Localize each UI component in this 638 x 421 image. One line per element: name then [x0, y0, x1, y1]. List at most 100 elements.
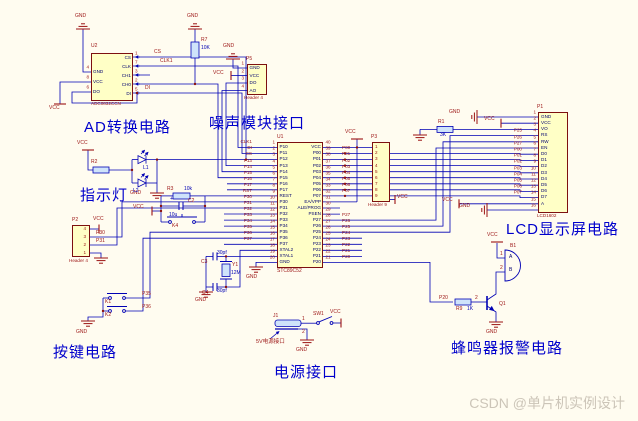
designator-r7: R7: [201, 37, 208, 43]
designator-c3: C3: [201, 259, 208, 265]
designator-p5: P5: [246, 55, 253, 62]
buzzer-pin2-num: 2: [500, 264, 503, 271]
gnd-label: GND: [486, 329, 498, 335]
vcc-label: VCC: [213, 70, 224, 76]
net-label-p30: P30: [96, 229, 105, 236]
part-lcd1602: LCD1602: [537, 213, 557, 218]
designator-p3: P3: [371, 133, 378, 140]
net-label-clk1: CLK1: [160, 58, 173, 64]
resistor-r3: [172, 192, 191, 200]
gnd-label: GND: [75, 13, 87, 19]
gnd-label: GND: [459, 203, 471, 209]
resistor-r1: [436, 126, 454, 133]
value-r1: 3K: [440, 132, 447, 138]
led-l1: [137, 149, 149, 165]
value-c3: 30pf: [217, 250, 227, 256]
buzzer-pin-b: B: [509, 267, 513, 273]
vcc-label: VCC: [49, 105, 60, 111]
buzzer-pin-a: A: [509, 254, 513, 260]
part-stc89c52: STC89C52: [277, 267, 302, 274]
net-label-p20: P20: [439, 294, 448, 301]
jack-pin1: 1: [302, 315, 305, 322]
adc-chip-body: [91, 53, 133, 101]
designator-l2: L2: [133, 187, 139, 194]
lcd-connector-body: [538, 112, 568, 213]
title-power: 电源接口: [274, 364, 339, 381]
net-label-di: DI: [145, 85, 150, 91]
part-header4: Header 4: [244, 95, 263, 100]
designator-l1: L1: [143, 164, 149, 171]
net-label-p36: P36: [142, 304, 151, 310]
designator-q1: Q1: [499, 301, 506, 307]
value-c2: 10u: [169, 211, 178, 218]
component-symbols: [92, 41, 521, 340]
vcc-label: VCC: [487, 232, 498, 238]
value-r3: 10k: [184, 185, 193, 192]
value-r7: 10K: [201, 45, 210, 51]
jack-pin2: 2: [302, 329, 305, 335]
noise-header-body: [247, 64, 267, 95]
plus-sign: +: [170, 195, 173, 202]
designator-k2: K2: [105, 312, 112, 318]
part-header4b: Header 4: [69, 257, 88, 263]
gnd-label: GND: [130, 190, 142, 196]
resistor-r7: [190, 41, 200, 59]
value-c4: 30pf: [217, 287, 227, 294]
designator-k1: K1: [105, 299, 112, 305]
value-y1: 12M: [231, 270, 241, 276]
capacitor-c3: [212, 252, 218, 261]
transistor-q1: [486, 296, 495, 312]
vcc-label: VCC: [93, 216, 104, 222]
capacitor-c4: [212, 283, 218, 291]
vcc-label: VCC: [133, 204, 144, 210]
vcc-label: VCC: [442, 197, 453, 203]
gnd-label: GND: [296, 347, 308, 353]
designator-c2: C2: [188, 198, 195, 204]
designator-b1: B1: [510, 242, 517, 249]
title-noise: 噪声模块接口: [209, 115, 306, 132]
resistor-r9: [454, 298, 472, 306]
net-label-p35: P35: [142, 290, 151, 297]
designator-r2: R2: [91, 159, 98, 165]
switch-sw1: [316, 316, 334, 325]
designator-k4: K4: [172, 223, 179, 229]
designator-p1: P1: [537, 103, 544, 110]
vcc-label: VCC: [397, 194, 408, 200]
net-label-cs: CS: [154, 49, 161, 55]
wire-group: [59, 29, 538, 340]
designator-u2: U2: [91, 43, 98, 49]
gnd-label: GND: [223, 43, 235, 49]
header9-body: [372, 142, 390, 202]
csdn-watermark: CSDN @单片机实例设计: [469, 395, 625, 411]
led-l2: [137, 173, 149, 188]
gnd-label: GND: [187, 13, 199, 19]
vcc-label: VCC: [77, 140, 88, 146]
buzzer-b1: [504, 249, 521, 282]
part-header9: Header 9: [368, 202, 387, 207]
designator-y1: Y1: [232, 262, 239, 268]
button-k2: [107, 306, 127, 313]
designator-j1: J1: [273, 313, 279, 319]
jack-j1: [269, 319, 302, 340]
title-led: 指示灯: [80, 187, 129, 204]
gnd-label: GND: [246, 274, 258, 280]
title-lcd: LCD显示屏电路: [506, 221, 620, 238]
crystal-y1: [220, 261, 232, 280]
vcc-label: VCC: [484, 116, 495, 122]
keys-header-body: [72, 225, 90, 257]
net-label-p31: P31: [96, 237, 105, 244]
title-keys: 按键电路: [53, 344, 118, 361]
